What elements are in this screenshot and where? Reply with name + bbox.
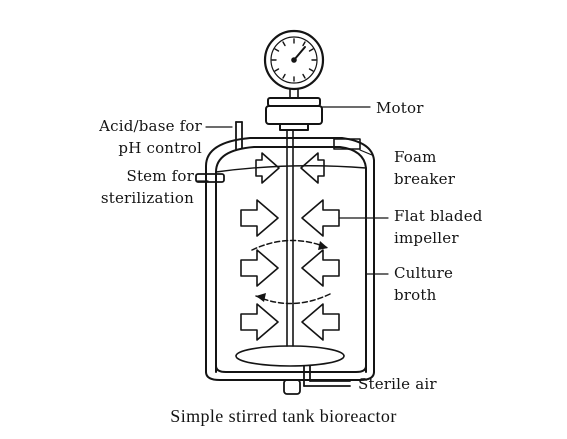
impeller-label: Flat bladed impeller bbox=[394, 205, 483, 249]
foam-breaker-label-line2: breaker bbox=[394, 170, 456, 188]
impeller-shaft bbox=[286, 129, 294, 347]
motor-housing bbox=[265, 97, 323, 131]
culture-broth-label-line1: Culture bbox=[394, 264, 454, 282]
vessel bbox=[205, 137, 375, 381]
sterile-air-label-text: Sterile air bbox=[358, 375, 437, 393]
foam-breaker-label: Foam breaker bbox=[394, 146, 455, 190]
motor-label-text: Motor bbox=[376, 99, 424, 117]
stem-label-line2: sterilization bbox=[100, 189, 194, 207]
motor-label: Motor bbox=[376, 97, 424, 119]
impeller-label-line1: Flat bladed bbox=[394, 207, 483, 225]
stem-label: Stem for sterilization bbox=[62, 165, 194, 209]
acid-base-inlet bbox=[235, 121, 243, 151]
pressure-gauge-icon bbox=[263, 29, 325, 99]
culture-broth-label-line2: broth bbox=[394, 286, 437, 304]
culture-broth-label: Culture broth bbox=[394, 262, 453, 306]
acid-base-label-line2: pH control bbox=[118, 139, 202, 157]
foam-breaker-label-line1: Foam bbox=[394, 148, 437, 166]
sterile-air-label: Sterile air bbox=[358, 373, 437, 395]
stem-label-line1: Stem for bbox=[126, 167, 194, 185]
acid-base-label: Acid/base for pH control bbox=[62, 115, 202, 159]
air-inlet-pipe bbox=[283, 365, 351, 395]
leader-lines bbox=[195, 106, 389, 275]
sterilization-stem bbox=[195, 173, 225, 183]
figure-caption: Simple stirred tank bioreactor bbox=[170, 406, 397, 426]
impeller-blades bbox=[240, 152, 340, 341]
acid-base-label-line1: Acid/base for bbox=[99, 117, 202, 135]
impeller-label-line2: impeller bbox=[394, 229, 459, 247]
sparger bbox=[235, 345, 345, 367]
